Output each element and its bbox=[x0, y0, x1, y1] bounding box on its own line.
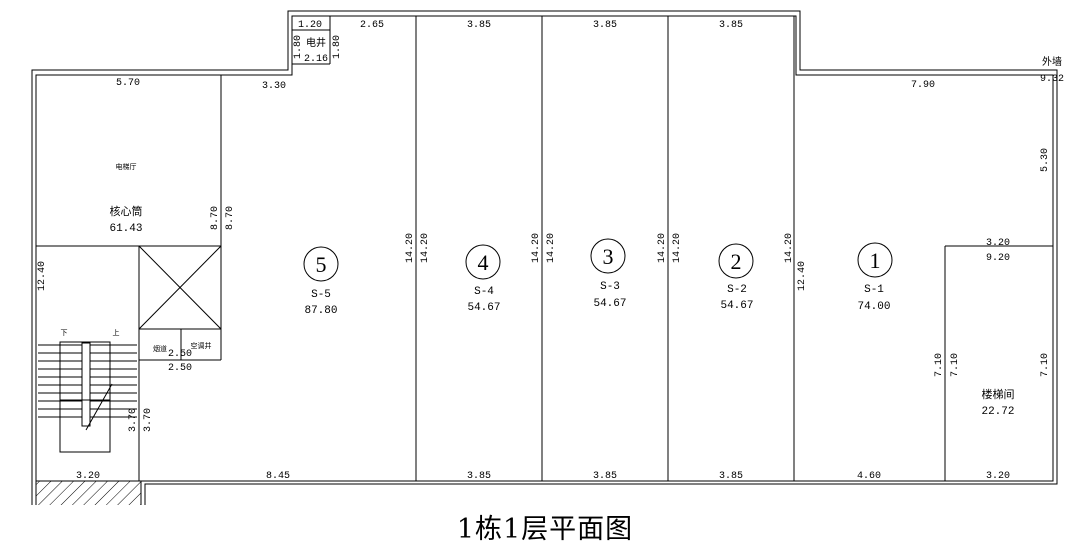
unit-code-2: S-2 bbox=[727, 284, 747, 296]
unit-number-1: 1 bbox=[870, 248, 881, 273]
dim-1420-e: 14.20 bbox=[657, 233, 668, 263]
dim-845: 8.45 bbox=[266, 471, 290, 482]
dim-120: 1.20 bbox=[298, 20, 322, 31]
dim-320-right-top: 3.20 bbox=[986, 238, 1010, 249]
unit-code-5: S-5 bbox=[311, 289, 331, 301]
dim-920: 9.20 bbox=[986, 253, 1010, 264]
plan-title: 1栋1层平面图 bbox=[456, 514, 634, 545]
unit-number-4: 4 bbox=[478, 250, 489, 275]
unit-number-2: 2 bbox=[731, 249, 742, 274]
unit-code-3: S-3 bbox=[600, 281, 620, 293]
dim-385-top-2: 3.85 bbox=[593, 20, 617, 31]
outer-wall-label: 外墙 bbox=[1042, 55, 1062, 68]
unit-number-5: 5 bbox=[316, 252, 327, 277]
dim-1240-a: 12.40 bbox=[37, 261, 48, 291]
unit-circle-1 bbox=[857, 242, 893, 278]
dim-250-a: 2.50 bbox=[168, 349, 192, 360]
pipe-shaft-label: 空调井 bbox=[191, 341, 212, 350]
core-small-label: 电梯厅 bbox=[116, 162, 137, 171]
hatched-area bbox=[35, 480, 142, 505]
unit-circle-4 bbox=[465, 244, 501, 280]
dimensions: 5.70 3.30 2.65 1.20 3.85 3.85 3.85 7.90 … bbox=[37, 20, 1064, 482]
dim-1420-g: 14.20 bbox=[784, 233, 795, 263]
core-name: 核心筒 bbox=[110, 204, 143, 218]
dim-180-b: 1.80 bbox=[332, 35, 343, 59]
dim-710-c: 7.10 bbox=[1040, 353, 1051, 377]
dim-385-bottom-2: 3.85 bbox=[593, 471, 617, 482]
dim-330: 3.30 bbox=[262, 81, 286, 92]
dim-1420-c: 14.20 bbox=[531, 233, 542, 263]
unit-code-4: S-4 bbox=[474, 286, 494, 298]
dim-460: 4.60 bbox=[857, 471, 881, 482]
dim-570: 5.70 bbox=[116, 78, 140, 89]
dim-385-bottom-3: 3.85 bbox=[719, 471, 743, 482]
dim-370-b: 3.70 bbox=[143, 408, 154, 432]
unit-circle-2 bbox=[718, 243, 754, 279]
dim-320-bottom-left: 3.20 bbox=[76, 471, 100, 482]
stair-room-name: 楼梯间 bbox=[982, 387, 1015, 401]
unit-area-2: 54.67 bbox=[720, 300, 753, 312]
unit-labels: 5 S-5 87.80 4 S-4 54.67 3 S-3 54.67 2 S-… bbox=[304, 244, 890, 317]
unit-circle-3 bbox=[590, 238, 626, 274]
unit-code-1: S-1 bbox=[864, 284, 884, 296]
outer-wall bbox=[31, 10, 1058, 505]
unit-area-1: 74.00 bbox=[857, 301, 890, 313]
dim-530: 5.30 bbox=[1040, 148, 1051, 172]
room-labels: 电梯厅 核心筒 61.43 楼梯间 22.72 电井 2.16 外墙 烟道 空调… bbox=[61, 36, 1063, 418]
dim-1240-b: 12.40 bbox=[797, 261, 808, 291]
dim-870-a: 8.70 bbox=[210, 206, 221, 230]
dim-385-top-3: 3.85 bbox=[719, 20, 743, 31]
stair-room-area: 22.72 bbox=[981, 406, 1014, 418]
dim-1420-d: 14.20 bbox=[546, 233, 557, 263]
shaft-area: 2.16 bbox=[304, 54, 328, 65]
dim-265: 2.65 bbox=[360, 20, 384, 31]
dim-870-b: 8.70 bbox=[225, 206, 236, 230]
dim-790: 7.90 bbox=[911, 80, 935, 91]
dim-180-a: 1.80 bbox=[293, 35, 304, 59]
stair-down-label: 下 bbox=[61, 329, 68, 337]
interior-walls bbox=[36, 16, 1053, 482]
dim-320-bottom-right: 3.20 bbox=[986, 471, 1010, 482]
elevator-shaft bbox=[138, 245, 222, 330]
dim-1420-b: 14.20 bbox=[420, 233, 431, 263]
unit-circle-5 bbox=[303, 246, 339, 282]
smoke-shaft-label: 烟道 bbox=[153, 344, 167, 353]
shaft-name: 电井 bbox=[306, 36, 326, 49]
dim-1420-f: 14.20 bbox=[672, 233, 683, 263]
dim-710-a: 7.10 bbox=[934, 353, 945, 377]
unit-number-3: 3 bbox=[603, 244, 614, 269]
unit-area-4: 54.67 bbox=[467, 302, 500, 314]
core-area: 61.43 bbox=[109, 223, 142, 235]
dim-370-a: 3.70 bbox=[128, 408, 139, 432]
unit-area-3: 54.67 bbox=[593, 298, 626, 310]
stair-drawing bbox=[38, 341, 137, 453]
unit-area-5: 87.80 bbox=[304, 305, 337, 317]
floor-plan: 5 S-5 87.80 4 S-4 54.67 3 S-3 54.67 2 S-… bbox=[31, 10, 1064, 505]
dim-385-bottom-1: 3.85 bbox=[467, 471, 491, 482]
stair-up-label: 上 bbox=[113, 328, 120, 337]
dim-1420-a: 14.20 bbox=[405, 233, 416, 263]
dim-385-top-1: 3.85 bbox=[467, 20, 491, 31]
dim-250-b: 2.50 bbox=[168, 363, 192, 374]
unit-markers bbox=[303, 238, 893, 282]
dim-932: 9.32 bbox=[1040, 74, 1064, 85]
dim-710-b: 7.10 bbox=[950, 353, 961, 377]
